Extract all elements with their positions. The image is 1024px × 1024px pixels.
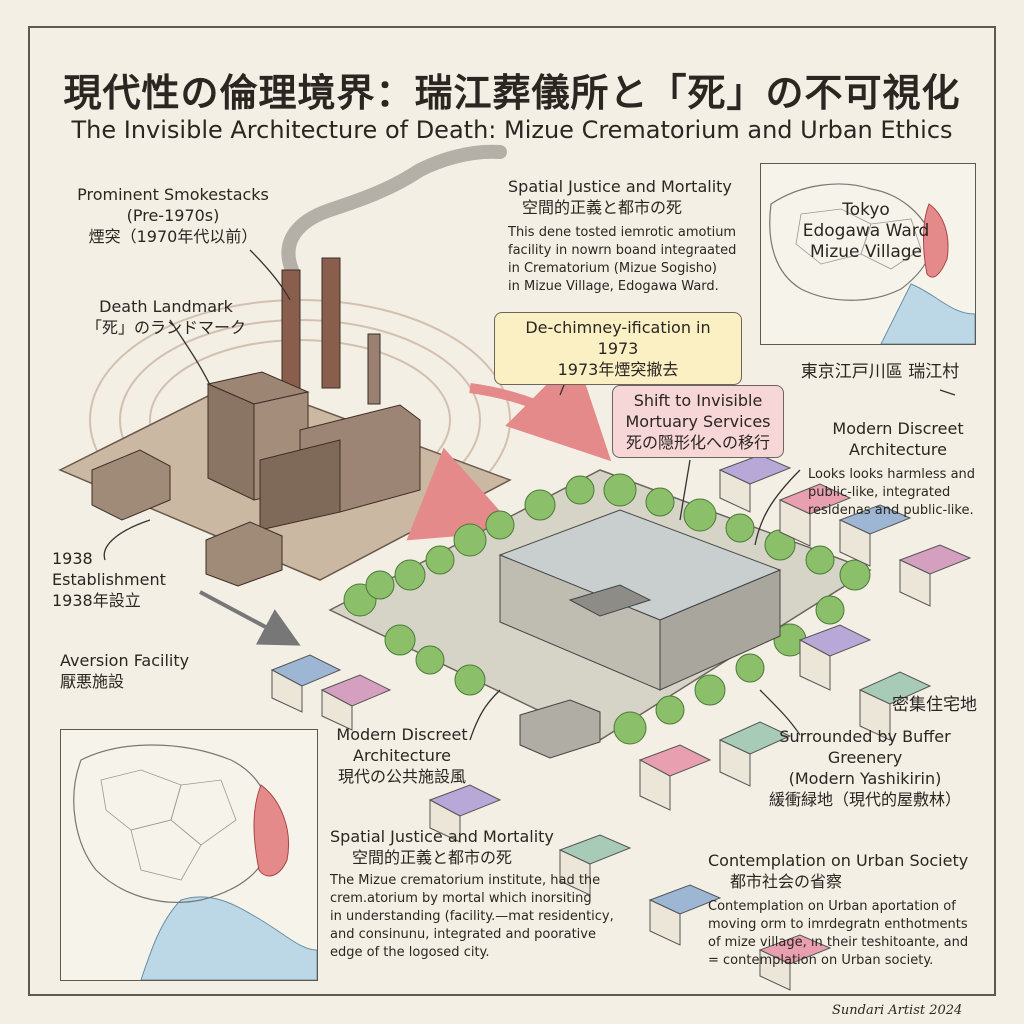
map-top-labels: Tokyo Edogawa Ward Mizue Village [781, 200, 951, 263]
contemplation-body-1: Contemplation on Urban aportation of [708, 899, 956, 914]
aversion-jp: 厭悪施設 [60, 672, 125, 691]
spatial-bottom-body-3: in understanding (facility.—mat resident… [330, 909, 614, 924]
establishment-year: 1938 [52, 549, 93, 568]
transition-arrow-top [469, 355, 612, 462]
spatial-top-title-en: Spatial Justice and Mortality [508, 177, 732, 196]
smokestacks-label-period: (Pre-1970s) [126, 206, 220, 225]
smokestacks-label: Prominent Smokestacks (Pre-1970s) 煙突（197… [68, 184, 278, 247]
spatial-top-body-1: This dene tosted iemrotic amotium [508, 225, 737, 240]
dense-residential [270, 454, 972, 991]
spatial-justice-bottom: Spatial Justice and Mortality 空間的正義と都市の死… [330, 826, 630, 962]
spatial-bottom-body-4: and consinunu, integrated and poorative [330, 927, 596, 942]
contemplation-title-jp: 都市社会の省察 [730, 872, 843, 891]
old-shed-left [91, 449, 171, 521]
chimney-small [367, 333, 381, 405]
shift-callout: Shift to Invisible Mortuary Services 死の隠… [612, 385, 784, 458]
title-japanese: 現代性の倫理境界：瑞江葬儀所と「死」の不可視化 [63, 71, 961, 115]
modern-annex [519, 699, 601, 759]
dechimney-jp: 1973年煙突撤去 [557, 360, 679, 379]
spatial-bottom-title-en: Spatial Justice and Mortality [330, 827, 554, 846]
modern-discreet-top: Modern Discreet Architecture Looks looks… [808, 418, 988, 520]
spatial-bottom-body-2: crem.atorium by mortal which inorsiting [330, 891, 592, 906]
buffer-1: Surrounded by Buffer [779, 727, 951, 746]
dense-residential-label: 密集住宅地 [892, 695, 977, 715]
modern-building-side [659, 569, 781, 691]
smoke-plume [281, 144, 507, 277]
locator-map-bottom [60, 729, 318, 981]
old-shed-bottom [205, 521, 283, 587]
spatial-top-title-jp: 空間的正義と都市の死 [522, 198, 683, 217]
shift-line-2: Mortuary Services [625, 412, 771, 431]
aversion-facility-label: Aversion Facility 厭悪施設 [60, 650, 240, 692]
page-border [28, 26, 996, 996]
buffer-2: Greenery [827, 748, 903, 767]
locator-map-tokyo-graphic [769, 183, 975, 344]
artist-signature: Sundari Artist 2024 [832, 1003, 963, 1018]
spatial-bottom-body-1: The Mizue crematorium institute, had the [330, 873, 601, 888]
modern-bottom-3: 現代の公共施設風 [337, 767, 466, 786]
contemplation-title-en: Contemplation on Urban Society [708, 851, 969, 870]
map-top-tokyo: Tokyo [842, 200, 890, 220]
establishment-arrow [199, 590, 301, 646]
modern-top-body-3: residenas and public-like. [808, 503, 974, 518]
shift-line-3: 死の隠形化への移行 [625, 433, 770, 452]
aversion-en: Aversion Facility [60, 651, 190, 670]
modern-top-body-1: Looks looks harmless and [808, 467, 976, 482]
modern-top-title-1: Modern Discreet [832, 419, 964, 438]
buffer-4: 緩衝緑地（現代的屋敷林） [768, 790, 961, 809]
modern-top-title-2: Architecture [849, 440, 947, 459]
map-top-mizue: Mizue Village [809, 242, 923, 262]
old-building-front [259, 439, 341, 531]
locator-map-bottom-graphic [73, 744, 317, 980]
modern-top-body-2: public-like, integrated [808, 485, 951, 500]
modern-discreet-bottom: Modern Discreet Architecture 現代の公共施設風 [322, 724, 482, 787]
buffer-3: (Modern Yashikirin) [788, 769, 942, 788]
spatial-bottom-body-5: edge of the logosed city. [330, 945, 490, 960]
spatial-justice-top: Spatial Justice and Mortality 空間的正義と都市の死… [508, 176, 758, 296]
death-landmark-jp: 「死」のランドマーク [85, 318, 246, 337]
contemplation-body-3: of mize village, ın their teshitoante, a… [708, 935, 969, 950]
contemplation-label: Contemplation on Urban Society 都市社会の省察 C… [708, 850, 978, 970]
modern-entrance-canopy [568, 584, 652, 617]
shift-line-1: Shift to Invisible [633, 391, 763, 410]
modern-bottom-1: Modern Discreet [336, 725, 468, 744]
map-top-edogawa: Edogawa Ward [802, 221, 930, 241]
spatial-top-body-2: facility in nowrn boand integraated [508, 243, 737, 258]
chimney-left [281, 269, 301, 391]
map-top-caption: 東京江戸川區 瑞江村 [800, 362, 960, 382]
spatial-top-body-3: in Crematorium (Mizue Sogisho) [508, 261, 717, 276]
establishment-en: Establishment [52, 570, 166, 589]
transition-arrow-middle [406, 447, 518, 541]
buffer-greenery-label: Surrounded by Buffer Greenery (Modern Ya… [760, 726, 970, 810]
establishment-jp: 1938年設立 [52, 591, 141, 610]
contemplation-body-4: = contemplation on Urban society. [708, 953, 934, 968]
spatial-top-body-4: in Mizue Village, Edogawa Ward. [508, 279, 719, 294]
locator-map-tokyo: Tokyo Edogawa Ward Mizue Village [760, 163, 976, 345]
establishment-label: 1938 Establishment 1938年設立 [52, 548, 192, 611]
modern-bottom-2: Architecture [353, 746, 451, 765]
contemplation-body-2: moving orm to imrdegratn enthotments [708, 917, 968, 932]
spatial-bottom-title-jp: 空間的正義と都市の死 [352, 848, 513, 867]
death-landmark-en: Death Landmark [99, 297, 233, 316]
buffer-greenery [343, 473, 871, 745]
smokestacks-label-jp: 煙突（1970年代以前） [88, 227, 258, 246]
dechimney-en: De-chimney-ification in 1973 [525, 318, 711, 358]
title-english: The Invisible Architecture of Death: Miz… [71, 116, 953, 144]
smokestacks-label-en: Prominent Smokestacks [77, 185, 269, 204]
death-landmark-label: Death Landmark 「死」のランドマーク [66, 296, 266, 338]
dechimney-callout: De-chimney-ification in 1973 1973年煙突撤去 [494, 312, 742, 385]
chimney-right [321, 257, 341, 389]
